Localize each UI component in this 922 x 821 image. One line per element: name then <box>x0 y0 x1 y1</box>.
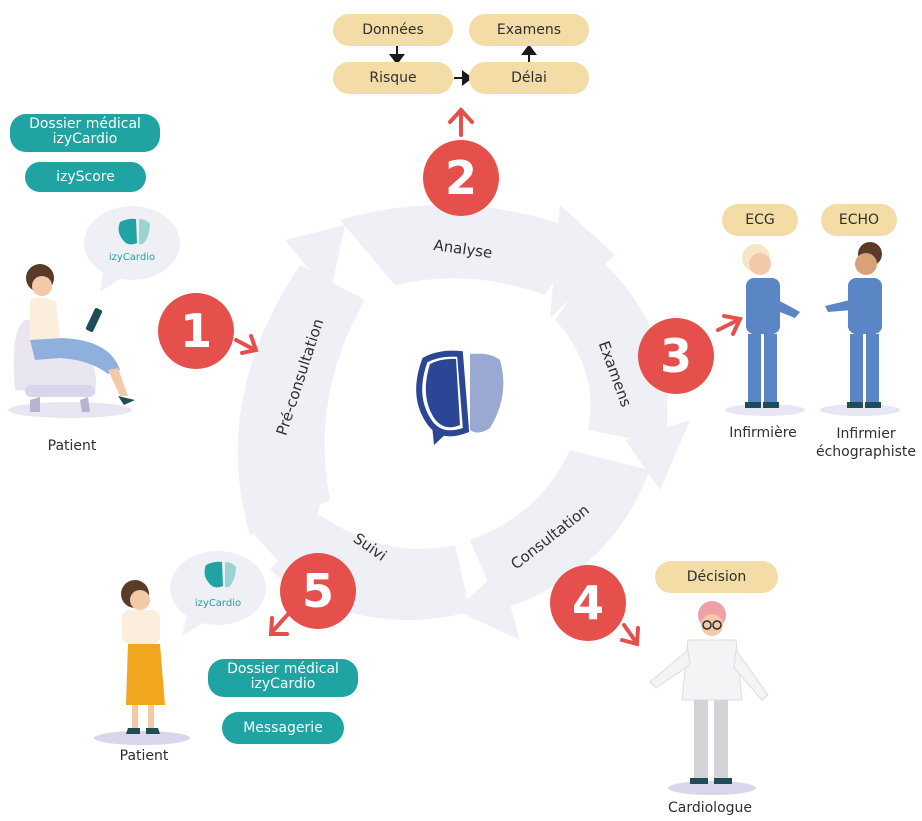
segment-pre-consultation <box>237 265 365 535</box>
role-infirmier-line1: Infirmier <box>836 426 896 442</box>
role-cardiologue: Cardiologue <box>667 800 753 816</box>
donnees-pill: Données <box>333 14 453 46</box>
segment-analyse <box>340 205 585 295</box>
step-2-badge: 2 <box>423 140 499 216</box>
step-5-badge: 5 <box>280 553 356 629</box>
segment-consultation-head <box>455 570 520 640</box>
bubble-brand-bottom: izyCardio <box>194 598 242 609</box>
echo-pill: ECHO <box>821 204 897 236</box>
process-cycle <box>237 205 690 640</box>
sonographer-illustration <box>820 242 900 416</box>
dossier-medical-line1: Dossier médical <box>29 116 141 132</box>
top-flow-arrows <box>389 44 537 86</box>
cardiologist-illustration <box>649 601 769 795</box>
delai-pill: Délai <box>469 62 589 94</box>
ecg-pill: ECG <box>722 204 798 236</box>
speech-bubble-bottom <box>170 551 266 636</box>
role-infirmier-echographiste: Infirmier échographiste <box>810 425 922 461</box>
segment-analyse-head <box>550 205 615 318</box>
izyscore-pill: izyScore <box>25 162 146 192</box>
izycardio-center-logo <box>416 350 504 445</box>
step-1-badge: 1 <box>158 293 234 369</box>
segment-examens-head <box>625 420 690 490</box>
examens-pill: Examens <box>469 14 589 46</box>
messagerie-pill: Messagerie <box>222 712 344 744</box>
patient-seated-illustration <box>8 264 135 418</box>
risque-pill: Risque <box>333 62 453 94</box>
dossier-medical-pill-top: Dossier médical izyCardio <box>10 114 160 152</box>
segment-pre-consultation-head <box>285 225 345 295</box>
step-3-badge: 3 <box>638 318 714 394</box>
dossier-medical-pill-bottom: Dossier médical izyCardio <box>208 659 358 697</box>
dossier-medical-line2: izyCardio <box>250 676 316 692</box>
dossier-medical-line1: Dossier médical <box>227 661 339 677</box>
role-infirmier-line2: échographiste <box>815 444 917 460</box>
nurse-illustration <box>725 244 805 416</box>
speech-bubble-top <box>84 206 180 292</box>
role-infirmiere: Infirmière <box>729 425 797 441</box>
decision-pill: Décision <box>655 561 778 593</box>
role-patient-bottom: Patient <box>119 748 169 764</box>
segment-examens <box>555 258 668 445</box>
step-arrows <box>234 107 743 647</box>
patient-standing-illustration <box>94 580 190 745</box>
dossier-medical-line2: izyCardio <box>52 131 118 147</box>
role-patient-top: Patient <box>47 438 97 454</box>
bubble-brand-top: izyCardio <box>108 252 156 263</box>
segment-consultation <box>470 450 650 610</box>
step-4-badge: 4 <box>550 565 626 641</box>
